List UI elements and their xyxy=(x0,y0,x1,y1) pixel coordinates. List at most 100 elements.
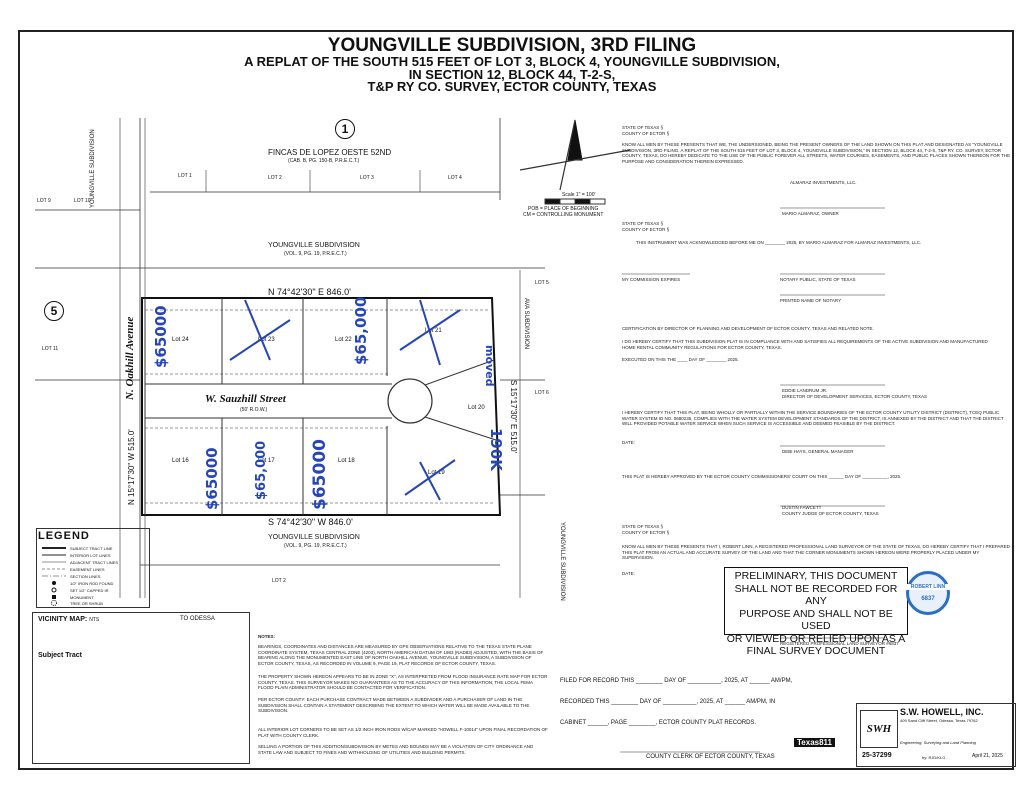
date-line-1: DATE: xyxy=(622,440,635,445)
date-line-2: DATE: xyxy=(622,571,635,576)
eddie-landrum: EDDIE LANDRUM JR. xyxy=(782,388,828,393)
eddie-title: DIRECTOR OF DEVELOPMENT SERVICES, ECTOR … xyxy=(782,394,928,399)
state-texas-1: STATE OF TEXAS § xyxy=(622,125,664,130)
note-2: THE PROPERTY SHOWN HEREON APPEARS TO BE … xyxy=(258,674,548,690)
swh-logo: SWH xyxy=(860,710,898,748)
county-ector-2: COUNTY OF ECTOR § xyxy=(622,227,670,232)
bearing-bottom: S 74°42'30" W 846.0' xyxy=(268,517,353,527)
lot-24: Lot 24 xyxy=(172,337,189,343)
commissioners-approval: THIS PLAT IS HEREBY APPROVED BY THE ECTO… xyxy=(622,474,902,479)
filing-line-2: RECORDED THIS ________ DAY OF __________… xyxy=(560,699,776,705)
lot-20: Lot 20 xyxy=(468,405,485,411)
bottom-lot-2: LOT 2 xyxy=(272,578,286,584)
company-tagline: Engineering, Surveying and Land Planning xyxy=(900,740,976,745)
prelim-line-3: PURPOSE AND SHALL NOT BE USED xyxy=(739,607,893,633)
plat-date: April 21, 2025 xyxy=(972,753,1003,759)
street-row: (50' R.O.W.) xyxy=(240,407,268,413)
lot-23: Lot 23 xyxy=(258,337,275,343)
block-number-left: 5 xyxy=(44,301,64,321)
surveyor-certification: KNOW ALL MEN BY THESE PRESENTS THAT I, R… xyxy=(622,544,1010,560)
right-lot-6: LOT 6 xyxy=(535,390,549,396)
left-lot-11: LOT 11 xyxy=(42,346,59,352)
dustin-title: COUNTY JUDGE OF ECTOR COUNTY, TEXAS xyxy=(782,511,879,516)
county-ector-1: COUNTY OF ECTOR § xyxy=(622,131,670,136)
cm-note: CM = CONTROLLING MONUMENT xyxy=(523,212,604,218)
lot-18: Lot 18 xyxy=(338,458,355,464)
fincas-ref: (CAB. B, PG. 150-B, P.R.E.C.T.) xyxy=(288,158,360,164)
youngville-bottom-label: YOUNGVILLE SUBDIVISION xyxy=(268,534,360,541)
plat-subtitle-2: IN SECTION 12, BLOCK 44, T-2-S, xyxy=(408,67,616,82)
plat-subtitle-3: T&P RY CO. SURVEY, ECTOR COUNTY, TEXAS xyxy=(367,79,657,94)
legend-box xyxy=(36,528,150,608)
youngville-bottom-ref: (VOL. 9, PG. 19, P.R.E.C.T.) xyxy=(284,543,347,549)
lot-16: Lot 16 xyxy=(172,458,189,464)
bearing-top: N 74°42'30" E 846.0' xyxy=(268,287,351,297)
prelim-line-4: OR VIEWED OR RELIED UPON AS A xyxy=(726,632,906,645)
plat-sheet xyxy=(18,30,1014,770)
job-number: 25-37299 xyxy=(862,752,892,759)
right-lot-5: LOT 5 xyxy=(535,280,549,286)
legend-item-6: 1/2" IRON ROD FOUND xyxy=(70,581,114,586)
cert-director-heading: CERTIFICATION BY DIRECTOR OF PLANNING AN… xyxy=(622,326,874,331)
legend-item-1: SUBJECT TRACT LINE xyxy=(70,546,113,551)
cert-director-text: I DO HEREBY CERTIFY THAT THIS SUBDIVISIO… xyxy=(622,339,988,350)
vicinity-nts: NTS xyxy=(89,617,100,623)
legend-item-3: ADJACENT TRACT LINES xyxy=(70,560,119,565)
prelim-line-5: FINAL SURVEY DOCUMENT xyxy=(746,645,886,657)
dedication-text: KNOW ALL MEN BY THESE PRESENTS THAT WE, … xyxy=(622,142,1011,164)
note-3: PER ECTOR COUNTY: EACH PURCHASE CONTRACT… xyxy=(258,697,530,713)
company-name: S.W. HOWELL, INC. xyxy=(900,707,984,717)
legend-title: LEGEND xyxy=(38,530,90,542)
executed-on: EXECUTED ON THIS THE ____ DAY OF _______… xyxy=(622,357,739,362)
title-block xyxy=(856,703,1016,767)
lot-17: Lot 17 xyxy=(258,458,275,464)
vicinity-to-odessa: TO ODESSA xyxy=(180,616,215,622)
notes-title: NOTES: xyxy=(258,634,276,639)
north-label: N xyxy=(570,147,578,159)
state-texas-2: STATE OF TEXAS § xyxy=(622,221,664,226)
note-4: ALL INTERIOR LOT CORNERS TO BE SET AS 1/… xyxy=(258,727,548,738)
state-texas-3: STATE OF TEXAS § xyxy=(622,524,664,529)
vicinity-subject-tract: Subject Tract xyxy=(38,652,82,659)
top-lot-3: LOT 3 xyxy=(360,175,374,181)
top-lot-4: LOT 4 xyxy=(448,175,462,181)
note-1: BEARINGS, COORDINATES AND DISTANCES ARE … xyxy=(258,644,544,666)
legend-item-9: TREE OR SHRUB xyxy=(70,601,103,606)
notary-public: NOTARY PUBLIC, STATE OF TEXAS xyxy=(780,277,856,282)
debi-hays: DEBI HAYS, GENERAL MANAGER xyxy=(782,449,854,454)
county-ector-3: COUNTY OF ECTOR § xyxy=(622,530,670,535)
water-certification: I HEREBY CERTIFY THAT THIS PLAT, BEING W… xyxy=(622,410,1004,426)
top-lot-1: LOT 1 xyxy=(178,173,192,179)
company-address: 409 Sand Cliff Street, Odessa, Texas 797… xyxy=(900,718,978,723)
mario-almaraz: MARIO ALMARAZ, OWNER xyxy=(782,211,839,216)
legend-item-4: EASEMENT LINES xyxy=(70,567,105,572)
printed-name: PRINTED NAME OF NOTARY xyxy=(780,298,842,303)
scale-label: Scale 1" = 100' xyxy=(562,192,596,198)
left-lot-9: LOT 9 xyxy=(37,198,51,204)
legend-item-8: MONUMENT xyxy=(70,595,94,600)
vicinity-title: VICINITY MAP: NTS xyxy=(38,616,99,623)
street-name: W. Sauzhill Street xyxy=(205,393,286,405)
vicinity-map xyxy=(32,612,250,764)
plat-subtitle-1: A REPLAT OF THE SOUTH 515 FEET OF LOT 3,… xyxy=(244,54,780,69)
legend-item-5: SECTION LINES xyxy=(70,574,101,579)
youngville-top-ref: (VOL. 9, PG. 19, P.R.E.C.T.) xyxy=(284,251,347,257)
legend-item-2: INTERIOR LOT LINES xyxy=(70,553,111,558)
dustin-fawcett: DUSTIN FAWCETT xyxy=(782,505,822,510)
acknowledgement: THIS INSTRUMENT WAS ACKNOWLEDGED BEFORE … xyxy=(636,240,922,245)
lot-22: Lot 22 xyxy=(335,337,352,343)
drawn-by: by: RJD/KLG xyxy=(922,755,946,760)
preliminary-notice: PRELIMINARY, THIS DOCUMENT SHALL NOT BE … xyxy=(724,567,908,657)
top-lot-2: LOT 2 xyxy=(268,175,282,181)
prelim-line-1: PRELIMINARY, THIS DOCUMENT xyxy=(734,570,898,582)
county-clerk: COUNTY CLERK OF ECTOR COUNTY, TEXAS xyxy=(646,754,775,760)
vicinity-title-text: VICINITY MAP: xyxy=(38,616,88,623)
rpls-line: REGISTERED PROFESSIONAL LAND SURVEYOR #6… xyxy=(780,641,899,646)
legend-item-7: SET 1/2" CAPPED IR xyxy=(70,588,109,593)
surveyor-seal: ROBERT LINN 6837 xyxy=(903,571,953,615)
prelim-line-2: SHALL NOT BE RECORDED FOR ANY xyxy=(734,582,898,608)
block-number-top: 1 xyxy=(335,119,355,139)
left-lot-10: LOT 10 xyxy=(74,198,91,204)
seal-number: 6837 xyxy=(921,596,935,602)
